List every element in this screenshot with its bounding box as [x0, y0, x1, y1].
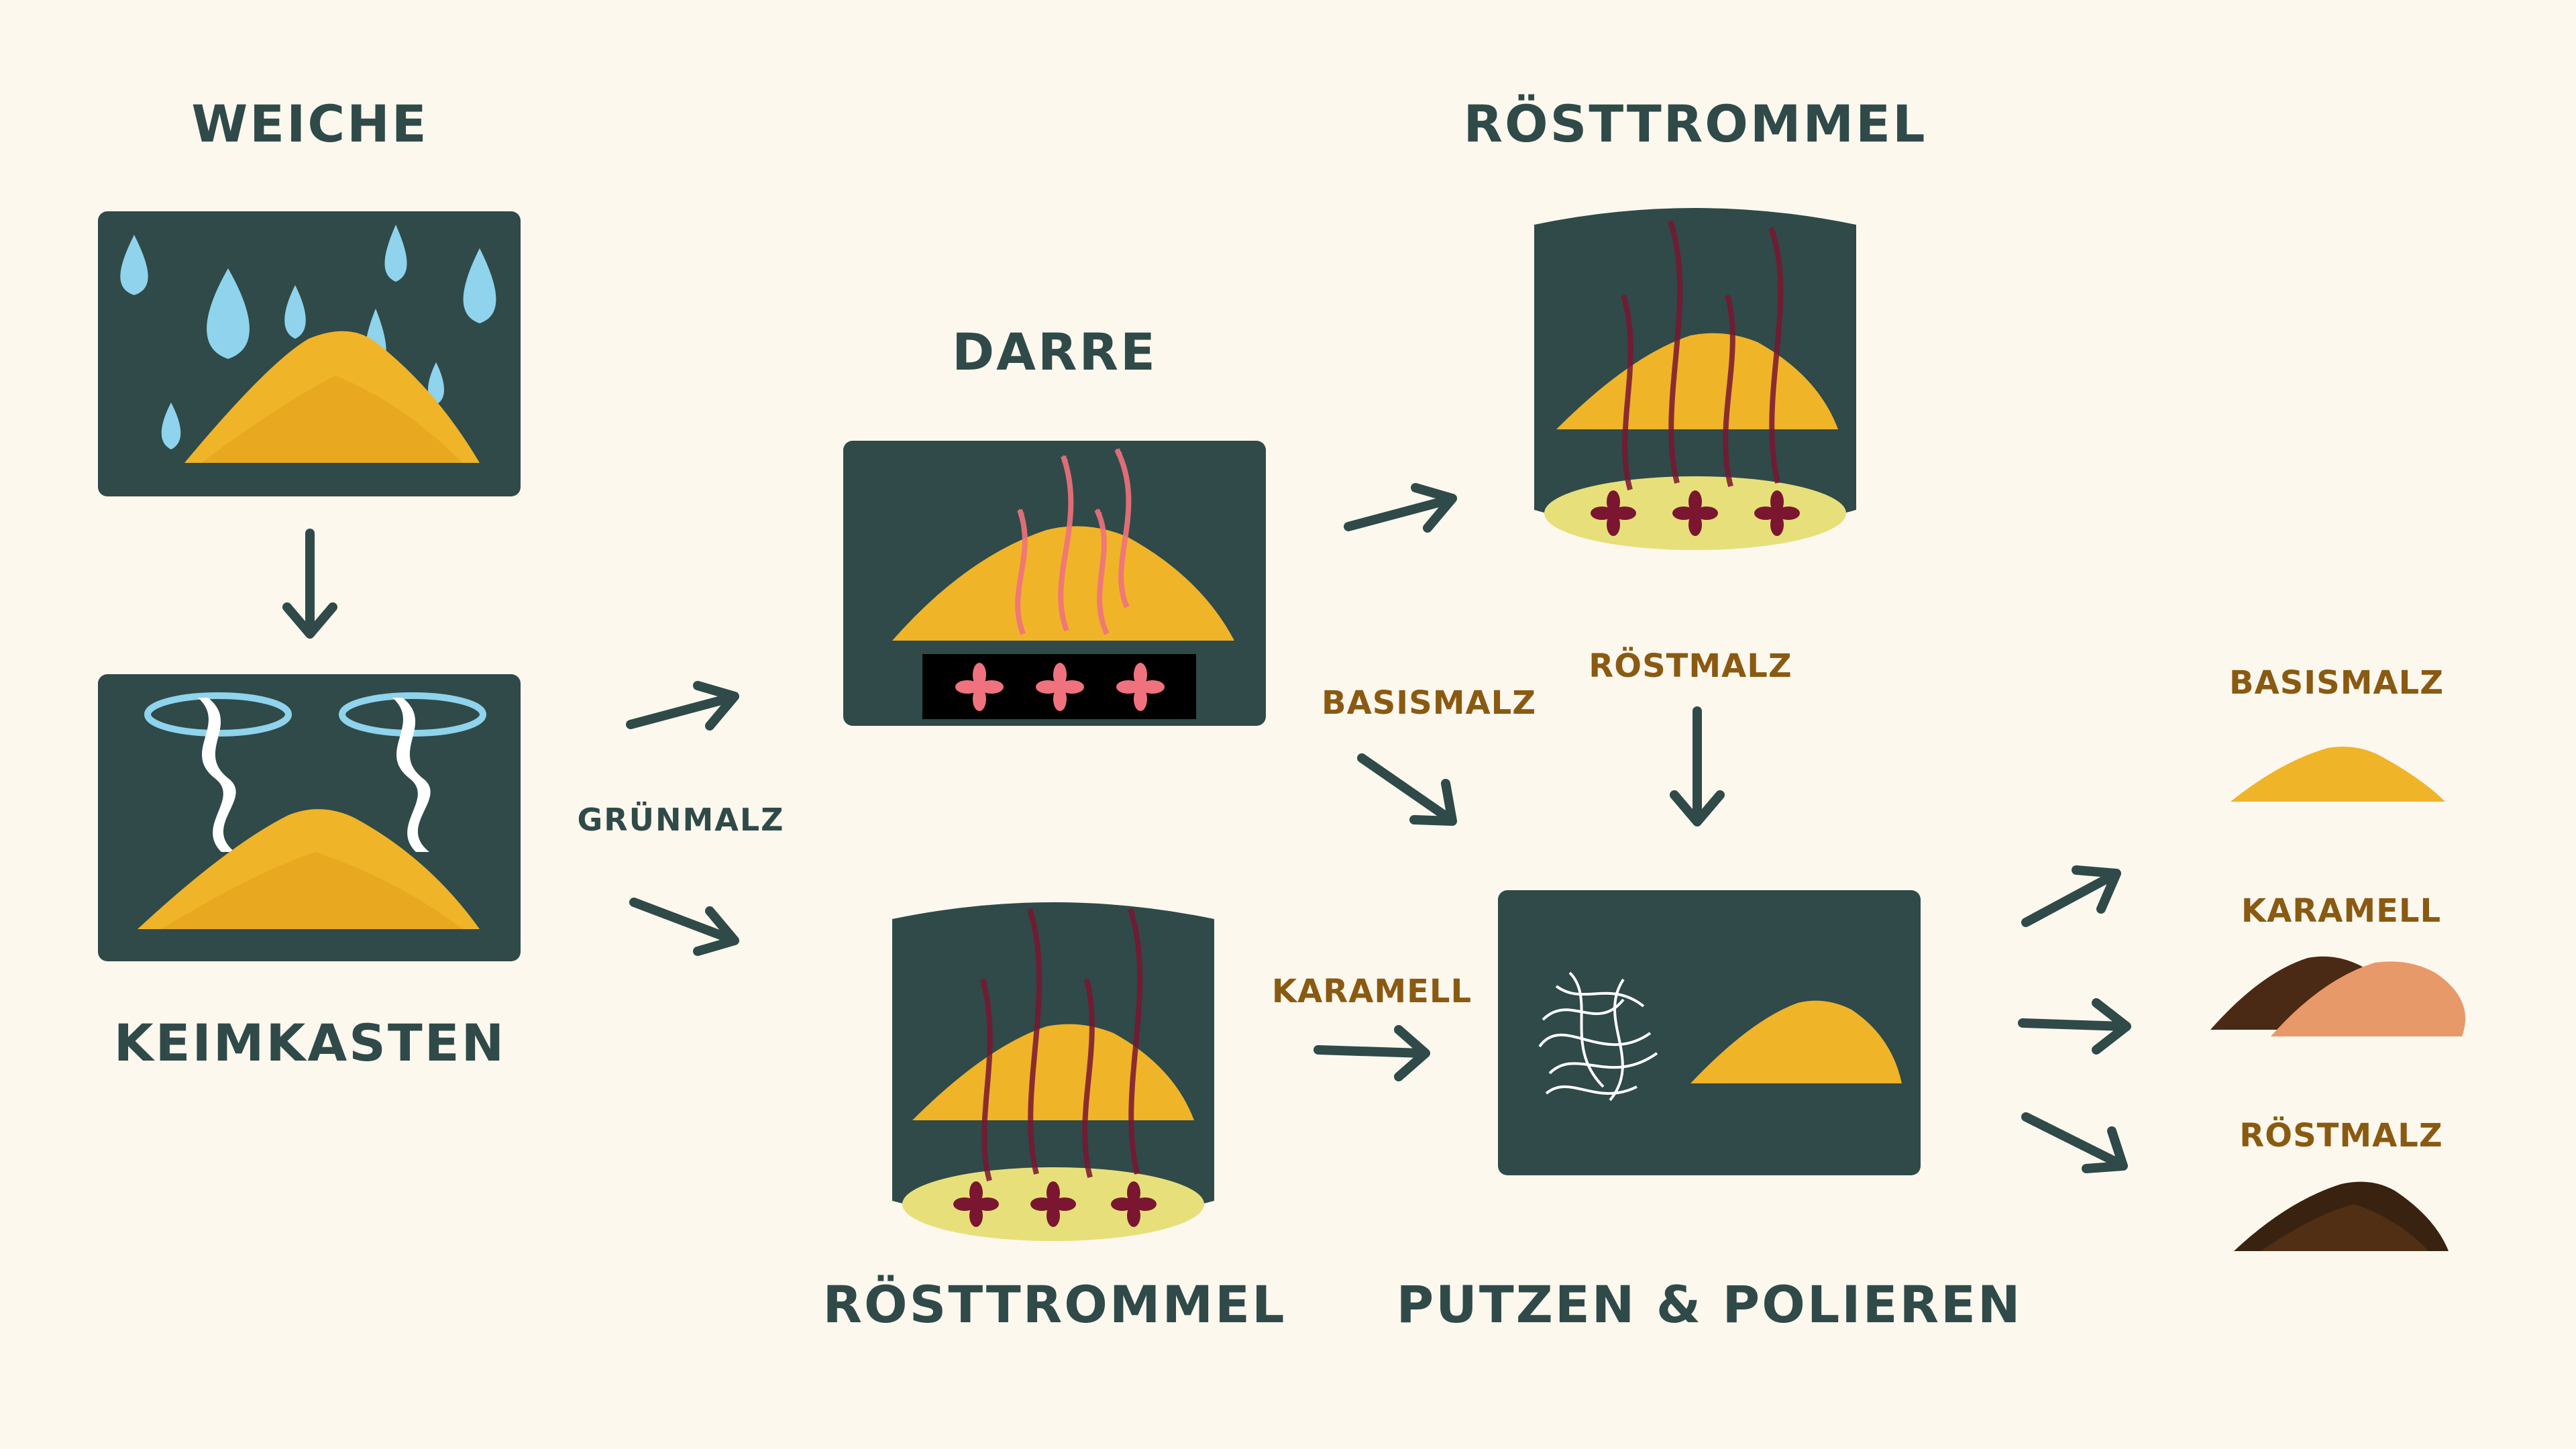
roesttrommel-top-drum [1534, 208, 1856, 550]
stage-title-keimkasten: KEIMKASTEN [113, 1013, 506, 1073]
fan-icons [1591, 490, 1800, 536]
flow-label-roestmalz: RÖSTMALZ [1589, 647, 1792, 685]
stage-title-roesttrommel-top: RÖSTTROMMEL [1463, 94, 1927, 154]
arrow-to-product-karamell [2018, 998, 2131, 1055]
screw-augers [198, 698, 431, 852]
grain-pile [138, 809, 480, 929]
stage-title-darre: DARRE [952, 322, 1157, 382]
grain-pile [184, 331, 480, 463]
product-label-roestmalz: RÖSTMALZ [2239, 1117, 2443, 1155]
stage-title-weiche: WEICHE [191, 94, 429, 154]
darre-panel [843, 441, 1266, 726]
arrow-to-product-roestmalz [2021, 1112, 2128, 1173]
heat-arrows [1621, 220, 1784, 491]
heat-arrows [980, 908, 1143, 1182]
stage-title-roesttrommel-bottom: RÖSTTROMMEL [822, 1275, 1287, 1334]
arrow-to-roesttrommel-bottom [629, 898, 739, 956]
keimkasten-panel [98, 674, 521, 961]
stage-title-putzen: PUTZEN & POLIEREN [1396, 1275, 2023, 1334]
arrow-roestmalz-to-putzen [1670, 706, 1725, 826]
fan-icons [953, 1181, 1157, 1227]
arrow-weiche-to-keimkasten [282, 529, 337, 639]
arrow-basismalz-to-putzen [1357, 753, 1457, 826]
heat-arrows [1015, 448, 1132, 635]
grain-pile [912, 1024, 1194, 1120]
arrow-darre-to-roesttrommel [1344, 483, 1457, 533]
roesttrommel-bottom-drum [892, 902, 1214, 1241]
product-label-basismalz: BASISMALZ [2229, 664, 2445, 702]
product-pile-roestmalz [2234, 1181, 2449, 1251]
putzen-panel [1498, 890, 1921, 1175]
fan-icons [955, 663, 1165, 711]
product-pile-basismalz [2231, 746, 2445, 802]
product-label-karamell: KARAMELL [2241, 892, 2442, 930]
flow-label-gruenmalz: GRÜNMALZ [577, 802, 785, 838]
flow-label-basismalz: BASISMALZ [1321, 684, 1537, 722]
rootlets-pile [1538, 971, 1658, 1102]
arrow-to-product-basismalz [2021, 865, 2121, 927]
grain-pile [1690, 1000, 1902, 1083]
arrow-karamell-to-putzen [1313, 1025, 1430, 1081]
flow-label-karamell: KARAMELL [1271, 973, 1472, 1010]
weiche-panel [98, 211, 521, 496]
product-pile-karamell [2210, 956, 2465, 1036]
arrow-to-darre [626, 681, 739, 731]
